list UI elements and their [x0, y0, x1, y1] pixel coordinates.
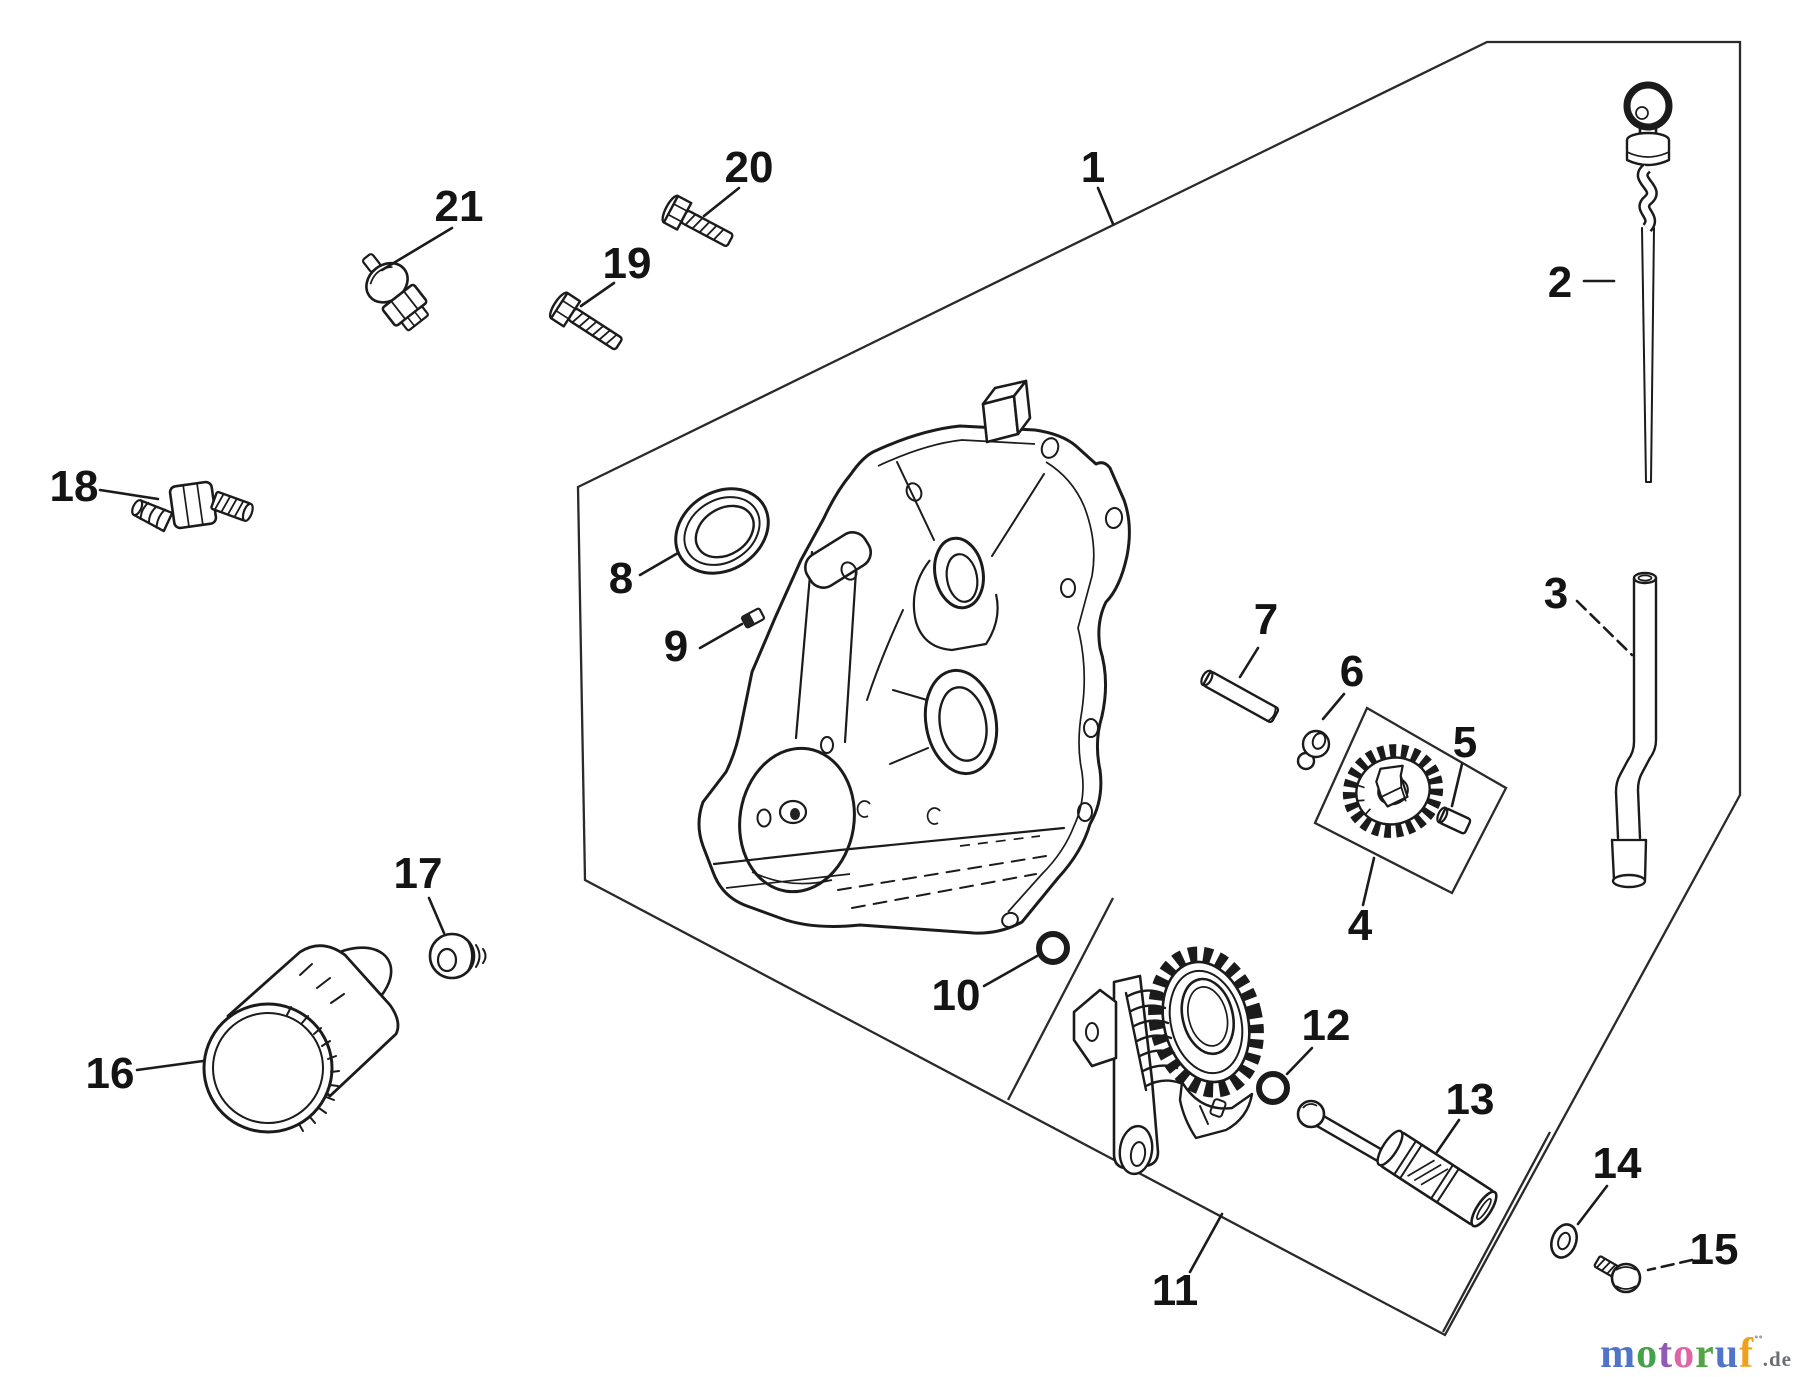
logo-suffix: .de — [1762, 1347, 1792, 1371]
oil-pump-assembly-drawing — [1072, 946, 1264, 1176]
part-label-16: 16 — [86, 1049, 135, 1098]
part-label-21: 21 — [435, 182, 484, 231]
part-label-12: 12 — [1302, 1001, 1351, 1050]
pin-5-drawing — [1436, 806, 1472, 835]
oil-seal-drawing — [674, 487, 770, 575]
dowel-pin-drawing — [1200, 669, 1280, 724]
part-label-3: 3 — [1544, 569, 1568, 618]
cover-top-tab — [981, 379, 1032, 444]
leader-3 — [1575, 599, 1634, 657]
main-panel-border — [576, 40, 1742, 1337]
part-label-13: 13 — [1446, 1075, 1495, 1124]
leader-5 — [1450, 762, 1464, 808]
leader-13 — [1435, 1118, 1461, 1154]
part-number-labels: 1 2 3 4 5 6 7 8 9 10 11 12 13 14 15 16 1… — [50, 143, 1739, 1315]
leader-17 — [427, 896, 446, 935]
leader-14 — [1576, 1184, 1609, 1226]
part-label-11: 11 — [1152, 1266, 1199, 1315]
leader-10 — [982, 954, 1039, 988]
leader-6 — [1321, 692, 1346, 721]
logo-letter: u — [1714, 1331, 1740, 1377]
part-label-20: 20 — [725, 143, 774, 192]
part-label-18: 18 — [50, 462, 99, 511]
part-label-19: 19 — [603, 239, 652, 288]
leader-9 — [698, 622, 744, 650]
elbow-fitting-drawing — [131, 480, 254, 533]
part-label-9: 9 — [664, 622, 688, 671]
part-label-17: 17 — [394, 849, 443, 898]
eccentric-washer-drawing — [1296, 729, 1331, 771]
leader-11 — [1188, 1212, 1224, 1274]
part-label-2: 2 — [1548, 258, 1572, 307]
leader-12 — [1285, 1046, 1314, 1076]
leader-1 — [1096, 186, 1115, 226]
part-label-14: 14 — [1593, 1139, 1642, 1188]
diagram-border-panels — [576, 40, 1742, 1337]
leader-18 — [98, 488, 160, 501]
leader-15 — [1646, 1258, 1694, 1272]
screw-15-drawing — [1593, 1255, 1642, 1294]
oil-pressure-switch-drawing — [362, 253, 429, 332]
pump-subpanel-right-edge — [1441, 1131, 1552, 1333]
part-label-4: 4 — [1348, 901, 1373, 950]
cover-front-arm — [794, 531, 873, 754]
cover-sump-detail — [712, 826, 1066, 909]
part-label-15: 15 — [1690, 1225, 1739, 1274]
gear-subpanel-border — [1313, 706, 1508, 895]
hex-bolt-20-drawing — [661, 194, 734, 248]
logo-letter: m — [1600, 1331, 1637, 1377]
leader-19 — [579, 281, 616, 308]
woodruff-key-drawing — [740, 607, 766, 629]
logo-letter: f — [1739, 1331, 1755, 1377]
logo-letter: o — [1636, 1331, 1659, 1377]
logo-letter: r — [1695, 1331, 1715, 1377]
part-label-8: 8 — [609, 554, 633, 603]
relief-valve-drawing — [1296, 1099, 1498, 1228]
pump-pinion-teeth — [1124, 989, 1182, 1092]
o-ring-12-drawing — [1256, 1071, 1290, 1105]
leader-4 — [1361, 856, 1376, 907]
logo-mark: ¨ — [1754, 1330, 1763, 1359]
logo-letter: o — [1673, 1331, 1696, 1377]
part-label-5: 5 — [1453, 718, 1477, 767]
leader-16 — [135, 1059, 205, 1072]
o-ring-10-drawing — [1036, 931, 1070, 965]
cover-bolt-holes — [905, 437, 1124, 929]
dipstick-tube-drawing — [1610, 571, 1658, 889]
hex-bolt-19-drawing — [548, 291, 623, 351]
logo-letter: t — [1658, 1331, 1674, 1377]
leader-lines — [98, 186, 1694, 1274]
oil-pan-cover-drawing — [697, 379, 1131, 935]
governor-gear-drawing — [1342, 744, 1444, 838]
part-label-6: 6 — [1340, 647, 1364, 696]
part-label-10: 10 — [932, 971, 981, 1020]
part-label-1: 1 — [1081, 143, 1105, 192]
pump-subpanel-left-edge — [1006, 897, 1115, 1101]
motoruf-logo[interactable]: motoruf¨.de — [1600, 1330, 1792, 1377]
cover-upper-boss — [912, 536, 999, 652]
washer-14-drawing — [1550, 1223, 1578, 1259]
leader-7 — [1238, 646, 1260, 679]
leader-20 — [702, 186, 741, 218]
plug-17-drawing — [428, 932, 487, 980]
part-label-7: 7 — [1254, 595, 1278, 644]
cover-lower-boss — [889, 668, 999, 776]
leader-21 — [380, 226, 454, 272]
cover-crank-disc — [738, 746, 856, 894]
oil-filter-drawing — [202, 944, 400, 1134]
dipstick-drawing — [1623, 81, 1673, 483]
filter-knurl — [286, 963, 345, 1132]
leader-8 — [638, 551, 680, 577]
